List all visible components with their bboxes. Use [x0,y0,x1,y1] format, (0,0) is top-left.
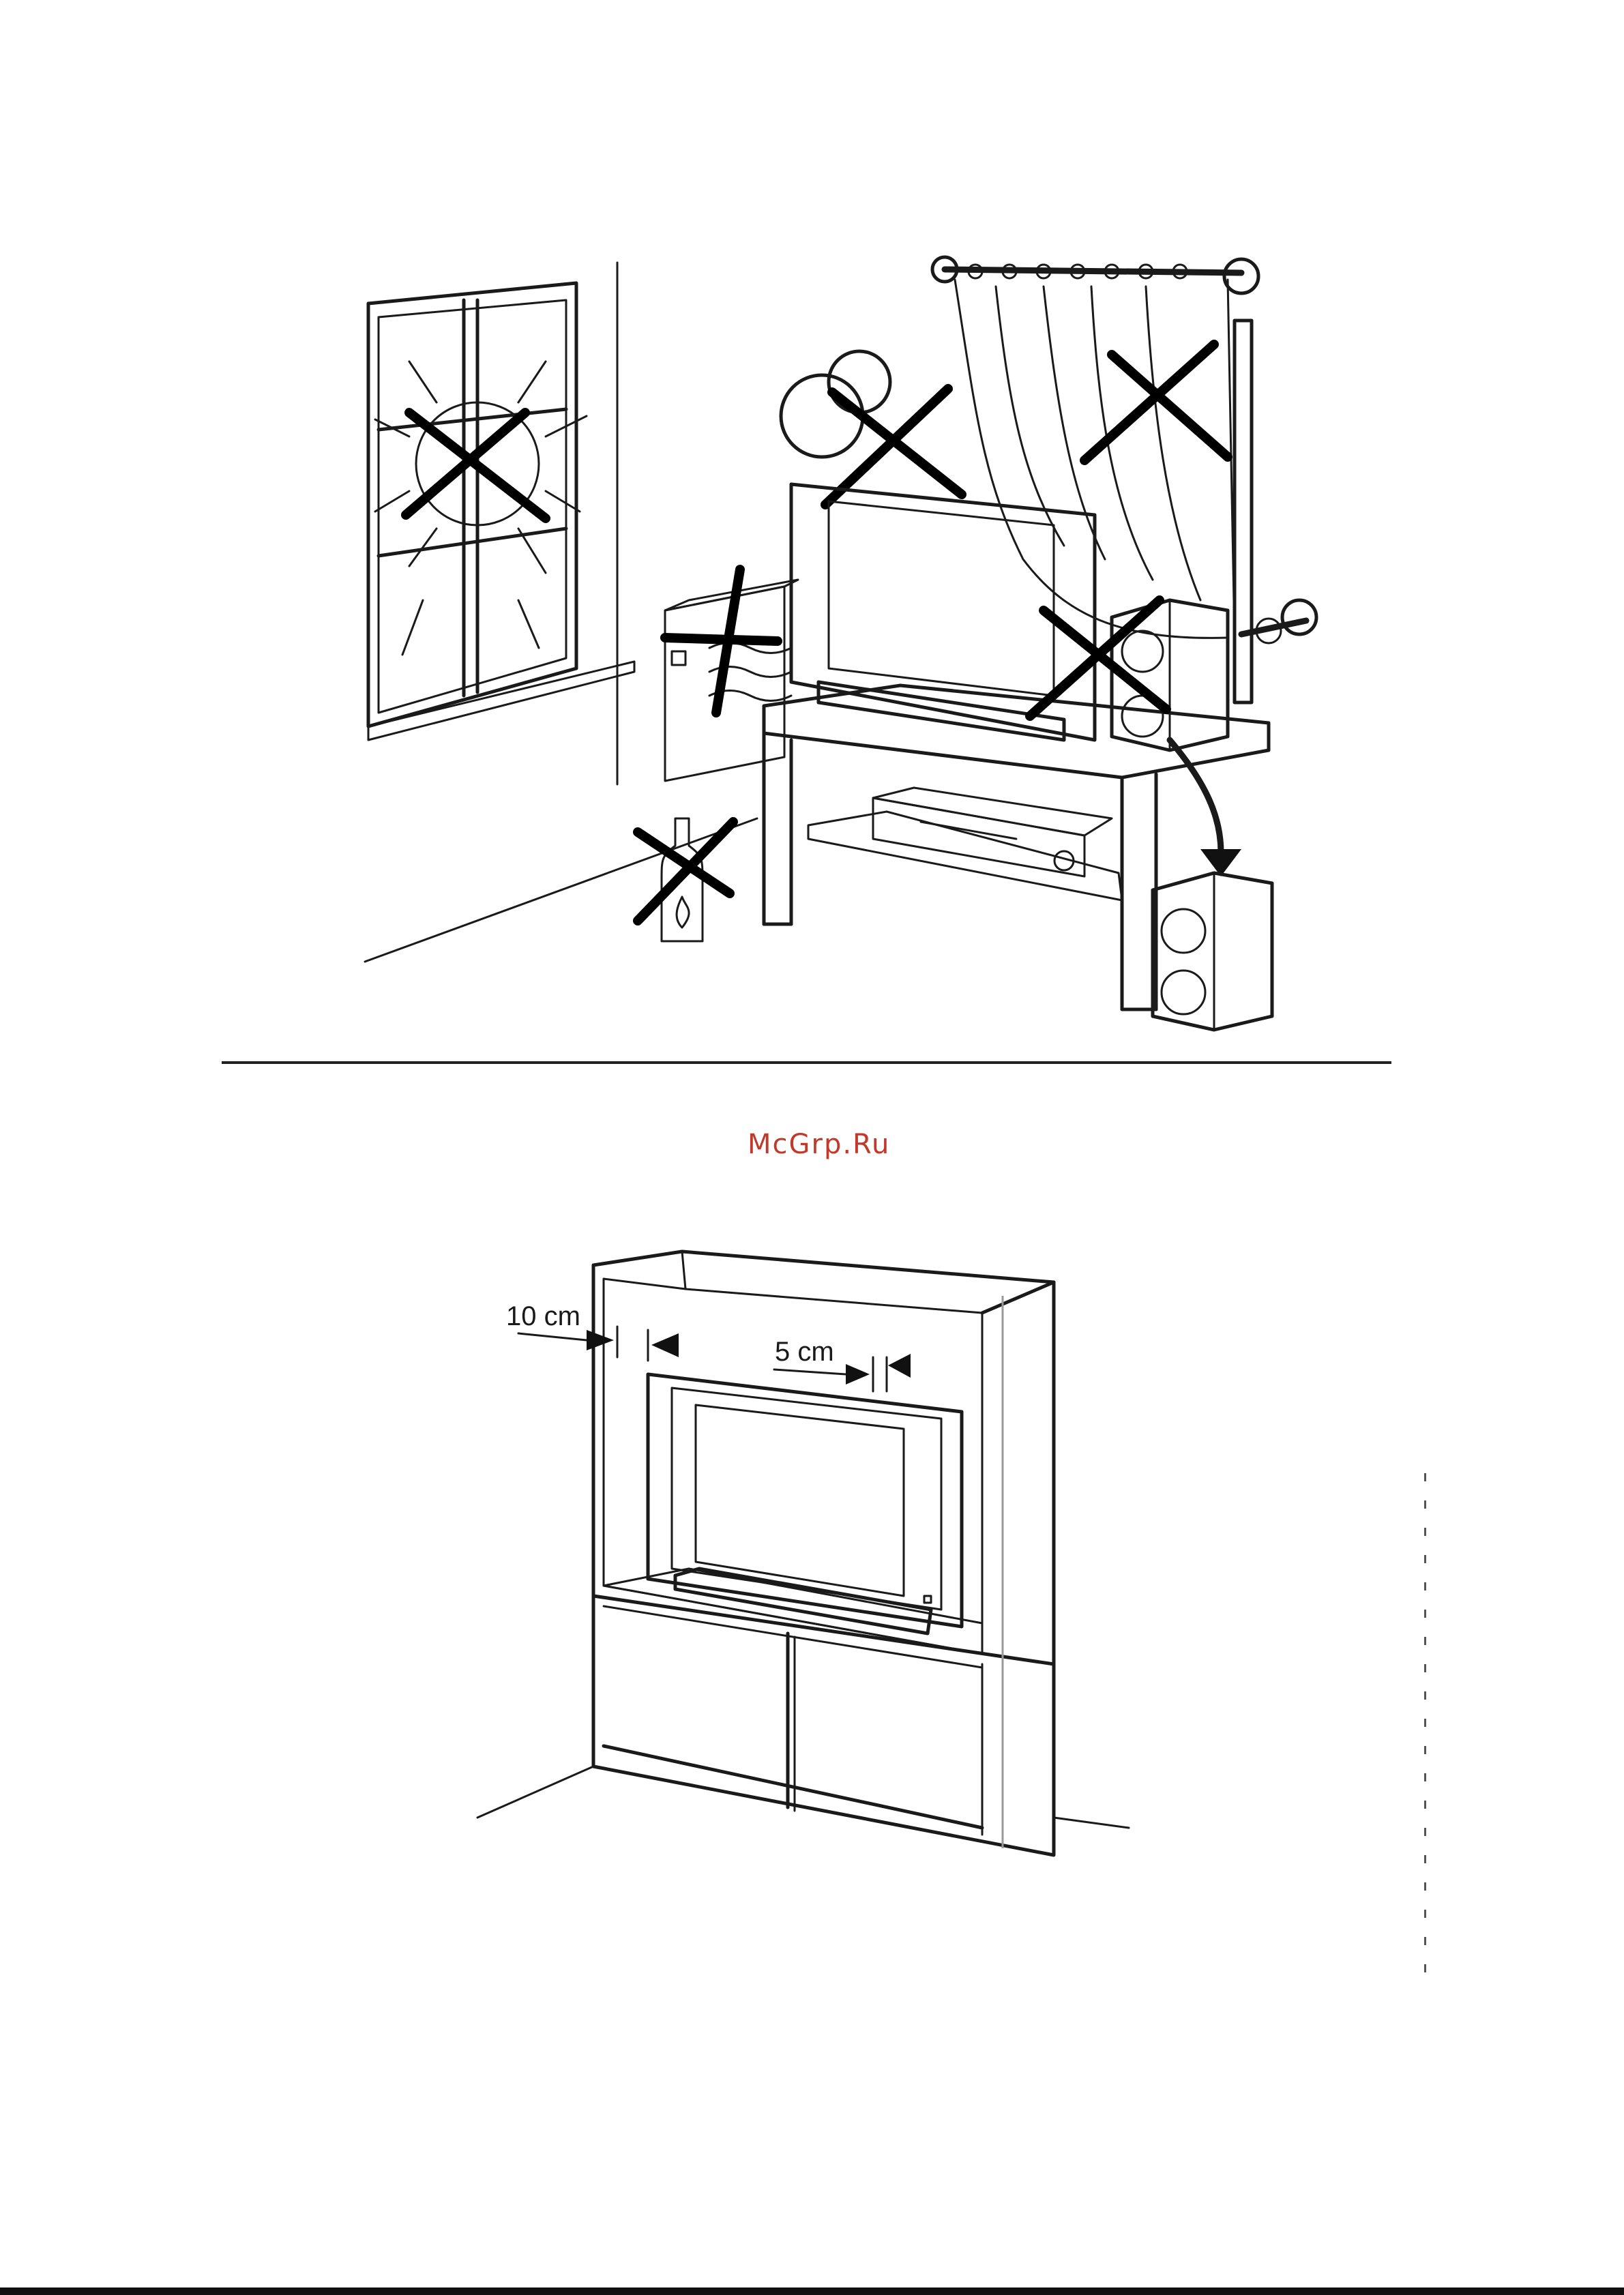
scan-bottom-border [0,2287,1624,2295]
scan-edge-marks [1424,1473,1426,1985]
side-clearance-label: 10 cm [506,1301,580,1332]
top-clearance-label: 5 cm [775,1337,834,1367]
flat-tv-icon [648,1374,962,1633]
